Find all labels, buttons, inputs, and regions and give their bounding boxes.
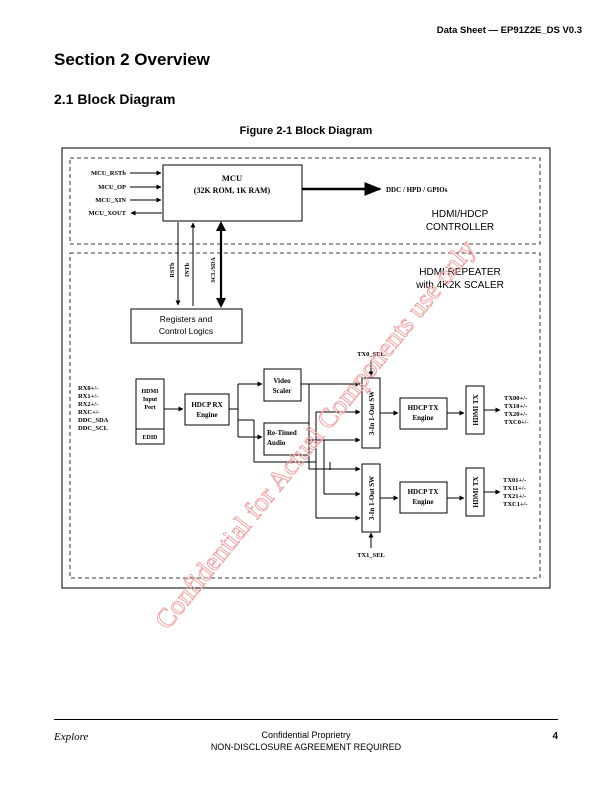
hdcp-tx-0-block <box>399 397 448 430</box>
hdcp-rx-label: HDCP RX <box>191 401 222 409</box>
hdmi-input-label: Input <box>143 397 157 403</box>
hdcp-rx-block <box>184 393 230 426</box>
tx1-pin: TX21+/- <box>503 493 526 500</box>
tx1-pin: TX11+/- <box>503 485 526 492</box>
video-scaler-label: Video <box>273 377 291 385</box>
hdmi-input-label: Port <box>144 405 155 411</box>
hdcp-tx-0-label: Engine <box>412 414 433 422</box>
hdmi-tx-1-label: HDMI TX <box>472 476 480 507</box>
mcu-subtitle: (32K ROM, 1K RAM) <box>194 186 271 195</box>
diagram-frame <box>61 147 551 589</box>
hdmi-input-port-block <box>135 378 165 445</box>
hdcp-tx-1-label: Engine <box>412 498 433 506</box>
switch-0-label: 3-In 1-Out SW <box>368 391 376 435</box>
hdmi-tx-0-label: HDMI TX <box>472 394 480 425</box>
hdcp-tx-0-label: HDCP TX <box>408 404 439 412</box>
tx0-pin: TX10+/- <box>504 403 527 410</box>
edid-label: EDID <box>142 435 158 441</box>
video-scaler-label: Scaler <box>273 387 292 395</box>
hdmi-input-label: HDMI <box>142 389 160 395</box>
audio-label: Audio <box>267 439 286 447</box>
mcu-title: MCU <box>222 173 242 183</box>
tx0-pin: TX00+/- <box>504 395 527 402</box>
hdcp-tx-1-block <box>399 481 448 514</box>
document-id-header: Data Sheet — EP91Z2E_DS V0.3 <box>436 25 582 36</box>
controller-region <box>69 157 541 245</box>
audio-block <box>263 422 310 456</box>
controller-label: CONTROLLER <box>426 222 494 233</box>
intb-label: INTb <box>185 262 191 277</box>
rx-pin: DDC_SDA <box>78 417 109 424</box>
mcu-bus-label: DDC / HPD / GPIOs <box>386 186 448 194</box>
footer-rule <box>54 719 558 720</box>
rstb-label: RSTb <box>170 262 176 278</box>
audio-label: Re-Timed <box>267 429 297 437</box>
tx1-pin: TXC1+/- <box>503 501 528 508</box>
controller-label: HDMI/HDCP <box>432 209 489 220</box>
rx-pin: RX2+/- <box>78 401 98 408</box>
registers-label: Registers and <box>160 314 213 324</box>
section-title: Section 2 Overview <box>54 50 210 69</box>
confidential-watermark: Confidential for Actual Components use o… <box>149 234 482 635</box>
tx1-pin: TX01+/- <box>503 477 526 484</box>
footer-confidentiality: Confidential Proprietry NON-DISCLOSURE A… <box>0 729 612 753</box>
rx-pin: RXC+/- <box>78 409 100 416</box>
hdcp-rx-label: Engine <box>196 411 217 419</box>
repeater-label: with 4K2K SCALER <box>415 280 504 291</box>
subsection-title: 2.1 Block Diagram <box>54 91 176 107</box>
video-scaler-block <box>263 368 302 402</box>
repeater-region <box>69 252 541 579</box>
page-number: 4 <box>552 731 558 742</box>
footer-line-1: Confidential Proprietry <box>261 730 351 740</box>
tx0-pin: TX20+/- <box>504 411 527 418</box>
tx0-sel-label: TX0_SEL <box>357 351 385 358</box>
footer-brand: Explore <box>54 731 89 743</box>
mcu-input-label: MCU_RSTb <box>91 170 126 177</box>
switch-1-label: 3-In 1-Out SW <box>368 476 376 520</box>
tx1-sel-label: TX1_SEL <box>357 552 385 559</box>
figure-caption: Figure 2-1 Block Diagram <box>239 125 373 137</box>
rx-pin: DDC_SCL <box>78 425 109 432</box>
rx-pin: RX1+/- <box>78 393 98 400</box>
mcu-block <box>162 164 303 222</box>
footer-line-2: NON-DISCLOSURE AGREEMENT REQUIRED <box>210 742 402 752</box>
scl-sda-label: SCL/SDA <box>211 257 217 283</box>
tx0-pin: TXC0+/- <box>504 419 529 426</box>
hdcp-tx-1-label: HDCP TX <box>408 488 439 496</box>
registers-block <box>130 308 243 344</box>
rx-pin: RX0+/- <box>78 385 98 392</box>
repeater-label: HDMI REPEATER <box>419 267 501 278</box>
registers-label: Control Logics <box>159 326 213 336</box>
mcu-output-label: MCU_XOUT <box>88 210 126 217</box>
mcu-input-label: MCU_XIN <box>95 197 126 204</box>
mcu-input-label: MCU_OP <box>98 184 126 191</box>
